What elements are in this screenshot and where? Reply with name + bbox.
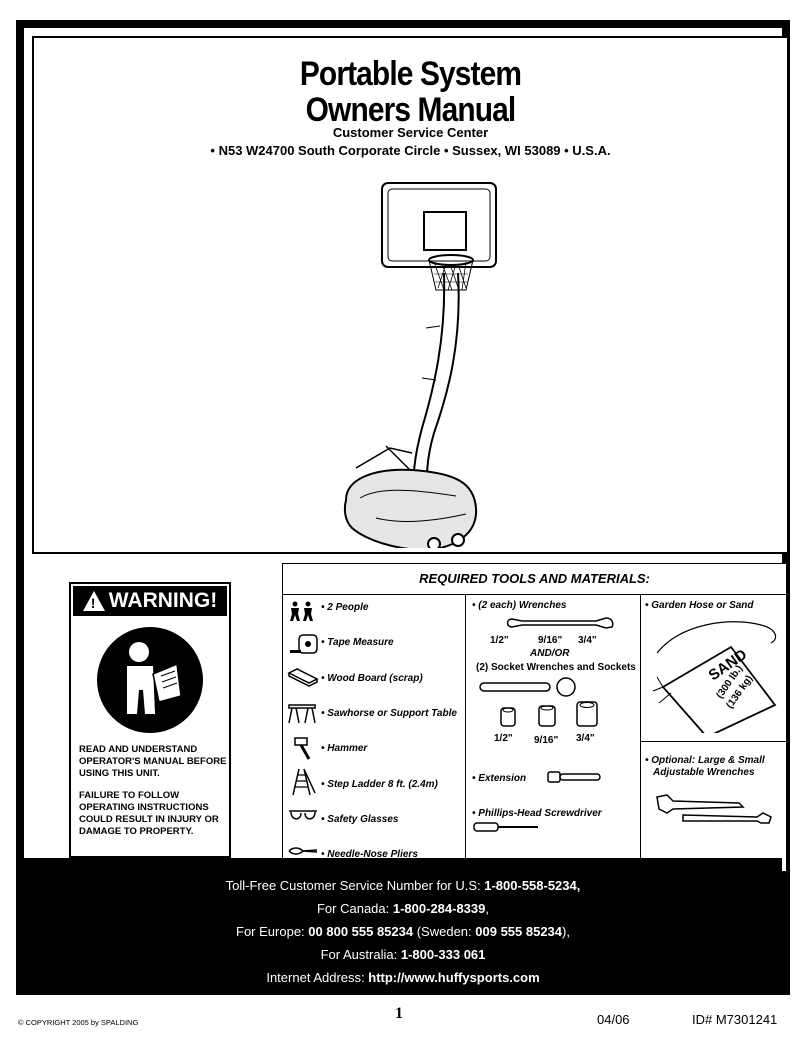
tool-item-screwdriver: • Phillips-Head Screwdriver xyxy=(472,808,602,819)
warning-paragraph-1: READ AND UNDERSTAND OPERATOR'S MANUAL BE… xyxy=(79,744,227,779)
australia-phone: 1-800-333 061 xyxy=(400,947,486,962)
internet-label: Internet Address: xyxy=(266,970,369,985)
socket-large-icon xyxy=(576,701,598,727)
tool-item-people: • 2 People xyxy=(321,602,369,613)
tool-item-extension: • Extension xyxy=(472,773,527,784)
sweden-label: (Sweden: xyxy=(413,924,476,939)
tape-measure-icon xyxy=(290,634,318,654)
screwdriver-icon xyxy=(473,822,538,832)
socket-size-three-quarters: 3/4" xyxy=(576,733,595,744)
tool-item-optional-wrenches: • Optional: Large & Small xyxy=(645,755,765,766)
page-title: Portable System Owners Manual xyxy=(79,56,742,128)
warning-triangle-icon: ! xyxy=(82,591,105,611)
tools-column-3: • Garden Hose or Sand SAND (300 lb.) (13… xyxy=(641,595,786,871)
contact-line-canada: For Canada: 1-800-284-8339, xyxy=(24,897,782,920)
wrench-size-three-quarters: 3/4" xyxy=(578,635,597,646)
page-number: 1 xyxy=(395,1005,403,1022)
ladder-icon xyxy=(292,768,316,796)
pliers-icon xyxy=(288,847,318,855)
cover-panel: Portable System Owners Manual Customer S… xyxy=(32,36,789,554)
basketball-hoop-illustration xyxy=(343,182,497,548)
column-3-divider xyxy=(641,741,786,742)
title-line-1: Portable System xyxy=(299,55,522,93)
tools-column-2: • (2 each) Wrenches 1/2" 9/16" 3/4" AND/… xyxy=(466,595,641,871)
wrench-icon xyxy=(506,617,614,629)
customer-service-address-line: • N53 W24700 South Corporate Circle • Su… xyxy=(210,143,611,158)
revision-date: 04/06 xyxy=(597,1012,630,1027)
socket-medium-icon xyxy=(538,705,556,727)
sweden-suffix: ), xyxy=(562,924,570,939)
extension-icon xyxy=(547,771,601,783)
tool-item-pliers: • Needle-Nose Pliers xyxy=(321,849,418,860)
warning-heading: WARNING! xyxy=(108,589,218,612)
warning-header: ! WARNING! xyxy=(73,586,227,616)
required-tools-table: REQUIRED TOOLS AND MATERIALS: • 2 People… xyxy=(282,563,787,872)
and-or-label: AND/OR xyxy=(530,648,570,659)
tool-item-sawhorse: • Sawhorse or Support Table xyxy=(321,708,457,719)
us-phone: 1-800-558-5234, xyxy=(484,878,581,893)
website-link[interactable]: http://www.huffysports.com xyxy=(368,970,540,985)
page-footer: © COPYRIGHT 2005 by SPALDING 1 04/06 ID#… xyxy=(0,1005,808,1035)
tool-item-wrenches: • (2 each) Wrenches xyxy=(472,600,567,611)
tool-item-hose-sand: • Garden Hose or Sand xyxy=(645,600,754,611)
tool-item-wood-board: • Wood Board (scrap) xyxy=(321,673,423,684)
safety-glasses-icon xyxy=(289,810,317,820)
tools-column-1: • 2 People • Tape Measure • Wood Board (… xyxy=(283,595,466,871)
warning-paragraph-2: FAILURE TO FOLLOW OPERATING INSTRUCTIONS… xyxy=(79,790,219,837)
europe-label: For Europe: xyxy=(236,924,309,939)
tools-heading: REQUIRED TOOLS AND MATERIALS: xyxy=(283,564,786,595)
adjustable-wrench-icon xyxy=(656,794,772,824)
contact-bar: Toll-Free Customer Service Number for U.… xyxy=(24,858,782,990)
people-icon xyxy=(290,601,313,621)
canada-label: For Canada: xyxy=(316,901,393,916)
warning-text: READ AND UNDERSTAND OPERATOR'S MANUAL BE… xyxy=(79,744,229,848)
socket-small-icon xyxy=(500,707,516,727)
contact-line-us: Toll-Free Customer Service Number for U.… xyxy=(24,874,782,897)
warning-label: ! WARNING! READ AND UNDERSTAND OPERATOR'… xyxy=(69,582,231,858)
copyright-notice: © COPYRIGHT 2005 by SPALDING xyxy=(18,1018,139,1027)
socket-size-half: 1/2" xyxy=(494,733,513,744)
wrench-size-half: 1/2" xyxy=(490,635,509,646)
tool-item-tape-measure: • Tape Measure xyxy=(321,637,394,648)
customer-service-address: Customer Service Center • N53 W24700 Sou… xyxy=(34,124,787,160)
tool-item-hammer: • Hammer xyxy=(321,743,368,754)
tool-item-safety-glasses: • Safety Glasses xyxy=(321,814,399,825)
australia-label: For Australia: xyxy=(320,947,401,962)
sweden-phone: 009 555 85234 xyxy=(475,924,563,939)
customer-service-heading: Customer Service Center xyxy=(332,125,489,140)
tool-item-optional-wrenches-line-2: Adjustable Wrenches xyxy=(653,767,755,778)
canada-phone: 1-800-284-8339 xyxy=(392,901,486,916)
hammer-icon xyxy=(294,737,311,760)
contact-line-europe: For Europe: 00 800 555 85234 (Sweden: 00… xyxy=(24,920,782,943)
tool-item-step-ladder: • Step Ladder 8 ft. (2.4m) xyxy=(321,779,438,790)
us-label: Toll-Free Customer Service Number for U.… xyxy=(225,878,485,893)
document-id: ID# M7301241 xyxy=(692,1012,778,1027)
page-frame: Portable System Owners Manual Customer S… xyxy=(16,20,790,995)
title-line-2: Owners Manual xyxy=(305,91,517,129)
europe-phone: 00 800 555 85234 xyxy=(308,924,414,939)
wood-board-icon xyxy=(287,668,319,687)
read-manual-icon xyxy=(97,627,203,733)
sawhorse-icon xyxy=(288,704,316,724)
canada-suffix: , xyxy=(485,901,490,916)
socket-size-nine-sixteenths: 9/16" xyxy=(534,735,559,746)
tool-item-socket-wrenches: (2) Socket Wrenches and Sockets xyxy=(476,662,636,673)
contact-line-australia: For Australia: 1-800-333 061 xyxy=(24,943,782,966)
wrench-size-nine-sixteenths: 9/16" xyxy=(538,635,563,646)
socket-wrench-icon xyxy=(479,677,576,697)
sand-bag-icon: SAND (300 lb.) (136 kg) xyxy=(652,621,777,733)
contact-line-internet: Internet Address: http://www.huffysports… xyxy=(24,966,782,989)
